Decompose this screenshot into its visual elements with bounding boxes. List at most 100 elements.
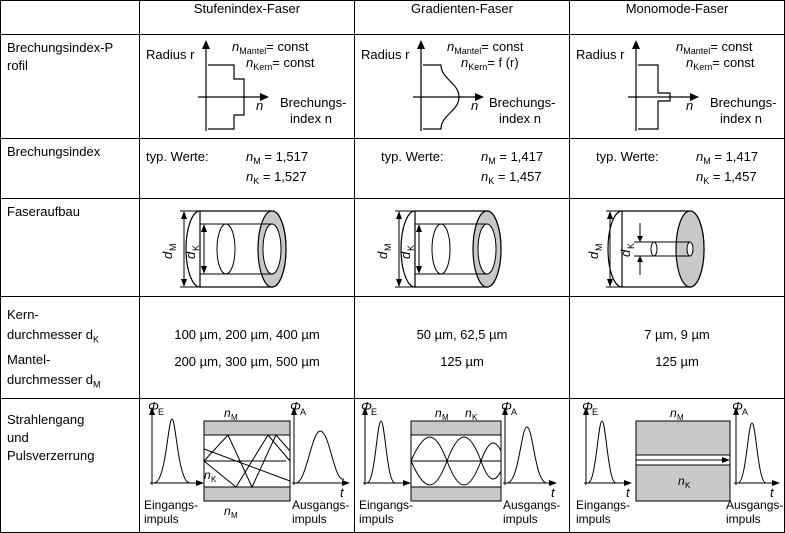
svg-text:Φ: Φ [290, 399, 301, 414]
corner-cell [0, 0, 140, 35]
fiber-grad-drawing: dM dK [375, 210, 502, 288]
svg-text:impuls: impuls [576, 512, 611, 526]
radius-label: Radius r [146, 47, 195, 62]
index-mono-cell: typ. Werte: nM = 1,417 nK = 1,457 [569, 138, 785, 199]
svg-text:A: A [300, 407, 306, 417]
svg-text:Ausgangs-: Ausgangs- [503, 498, 560, 512]
svg-text:M: M [383, 244, 393, 252]
svg-text:E: E [158, 407, 164, 417]
svg-text:nM = 1,417: nM = 1,417 [696, 149, 758, 166]
svg-text:n: n [256, 98, 263, 113]
svg-text:M: M [231, 511, 238, 520]
svg-text:nMantel= const: nMantel= const [232, 39, 309, 56]
svg-text:impuls: impuls [726, 512, 761, 526]
svg-text:n: n [678, 474, 685, 488]
grad-cladding-diameter: 125 µm [440, 354, 484, 369]
index-step-values: typ. Werte: nM = 1,517 nK = 1,527 [146, 149, 308, 186]
fiber-step-drawing: dM dK [160, 210, 287, 288]
svg-text:Ausgangs-: Ausgangs- [726, 498, 783, 512]
svg-text:impuls: impuls [503, 512, 538, 526]
fiber-mono-drawing: dM dK [586, 210, 705, 288]
svg-text:Brechungs-: Brechungs- [280, 95, 346, 110]
svg-text:K: K [406, 245, 416, 251]
header-step-index: Stufenindex-Faser [139, 0, 355, 35]
svg-text:n: n [465, 406, 472, 420]
svg-text:index n: index n [290, 111, 332, 126]
svg-text:index n: index n [499, 111, 541, 126]
profile-mono-diagram: Radius r nMantel= const nKern= const n B… [576, 39, 776, 131]
step-core-diameter: 100 µm, 200 µm, 400 µm [174, 327, 320, 342]
svg-text:index n: index n [720, 111, 762, 126]
profile-step-cell: Radius r nMantel= const nKern= const n B… [139, 34, 355, 139]
svg-text:Φ: Φ [361, 399, 372, 414]
mono-cladding-diameter: 125 µm [655, 354, 699, 369]
svg-text:A: A [742, 407, 748, 417]
profile-step-diagram: Radius r nMantel= const nKern= const n B… [146, 39, 346, 131]
svg-text:d: d [183, 251, 198, 259]
svg-text:K: K [472, 413, 478, 422]
svg-text:n: n [224, 504, 231, 518]
svg-text:Φ: Φ [582, 399, 593, 414]
svg-text:K: K [191, 245, 201, 251]
grad-core-diameter: 50 µm, 62,5 µm [416, 327, 508, 342]
svg-text:Eingangs-: Eingangs- [576, 498, 630, 512]
svg-text:Brechungs-: Brechungs- [710, 95, 776, 110]
svg-text:t: t [340, 485, 345, 500]
profile-mono-cell: Radius r nMantel= const nKern= const n B… [569, 34, 785, 139]
svg-text:Eingangs-: Eingangs- [359, 498, 413, 512]
svg-text:n: n [686, 98, 693, 113]
svg-text:nKern= const: nKern= const [686, 55, 755, 72]
svg-text:K: K [685, 481, 691, 490]
svg-text:nKern= const: nKern= const [246, 55, 315, 72]
index-grad-cell: typ. Werte: nM = 1,417 nK = 1,457 [354, 138, 570, 199]
svg-text:n: n [224, 406, 231, 420]
diam-grad-cell: 50 µm, 62,5 µm 125 µm [354, 295, 570, 400]
svg-text:n: n [204, 468, 211, 482]
svg-text:M: M [594, 244, 604, 252]
svg-text:nKern= f (r): nKern= f (r) [461, 55, 519, 72]
step-cladding-diameter: 200 µm, 300 µm, 500 µm [174, 354, 320, 369]
svg-text:E: E [592, 407, 598, 417]
index-step-cell: typ. Werte: nM = 1,517 nK = 1,527 [139, 138, 355, 199]
row-label-diameters: Kern- durchmesser dK Mantel- durchmesser… [0, 295, 140, 400]
svg-text:M: M [231, 413, 238, 422]
svg-text:K: K [211, 475, 217, 484]
svg-text:n: n [670, 406, 677, 420]
svg-text:K: K [626, 243, 636, 249]
profile-grad-diagram: Radius r nMantel= const nKern= f (r) n B… [361, 39, 555, 131]
svg-text:t: t [626, 485, 631, 500]
svg-text:M: M [442, 413, 449, 422]
svg-text:nMantel= const: nMantel= const [447, 39, 524, 56]
svg-text:Brechungs-: Brechungs- [489, 95, 555, 110]
svg-text:typ. Werte:: typ. Werte: [381, 149, 444, 164]
svg-text:M: M [168, 244, 178, 252]
index-grad-values: typ. Werte: nM = 1,417 nK = 1,457 [381, 149, 543, 186]
header-monomode: Monomode-Faser [569, 0, 785, 35]
svg-text:impuls: impuls [359, 512, 394, 526]
diam-mono-cell: 7 µm, 9 µm 125 µm [569, 295, 785, 400]
svg-text:Radius r: Radius r [361, 47, 410, 62]
svg-text:impuls: impuls [144, 512, 179, 526]
svg-text:nMantel= const: nMantel= const [676, 39, 753, 56]
svg-text:Φ: Φ [732, 399, 743, 414]
svg-text:d: d [160, 251, 175, 259]
svg-text:Eingangs-: Eingangs- [144, 498, 198, 512]
svg-text:t: t [770, 485, 775, 500]
row-label-index: Brechungsindex [0, 138, 140, 199]
svg-text:Ausgangs-: Ausgangs- [292, 498, 349, 512]
svg-text:Φ: Φ [148, 399, 159, 414]
svg-text:Radius r: Radius r [576, 47, 625, 62]
svg-text:d: d [618, 249, 633, 257]
svg-text:typ. Werte:: typ. Werte: [596, 149, 659, 164]
svg-text:t: t [551, 485, 556, 500]
svg-text:E: E [371, 407, 377, 417]
svg-text:d: d [398, 251, 413, 259]
